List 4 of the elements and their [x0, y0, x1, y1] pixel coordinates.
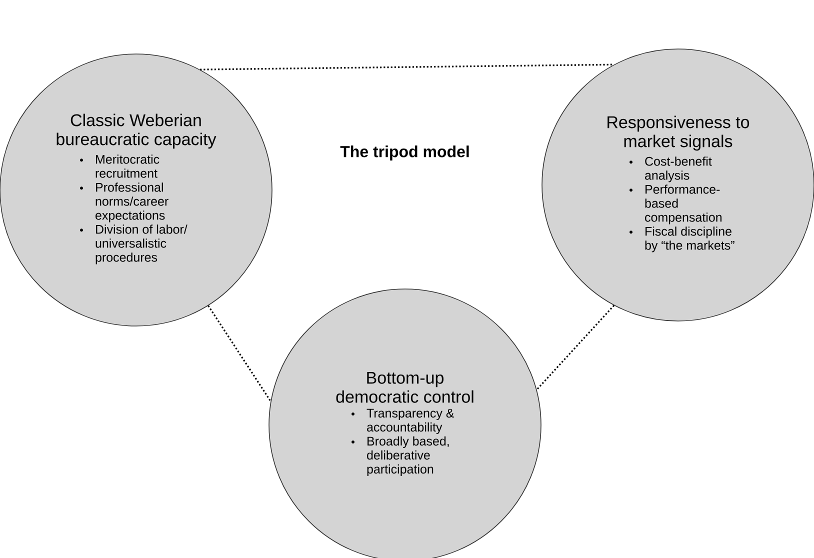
dotted-line — [536, 304, 615, 390]
dotted-line — [200, 64, 614, 70]
title: The tripod model — [340, 146, 469, 160]
dotted-line — [208, 305, 272, 402]
